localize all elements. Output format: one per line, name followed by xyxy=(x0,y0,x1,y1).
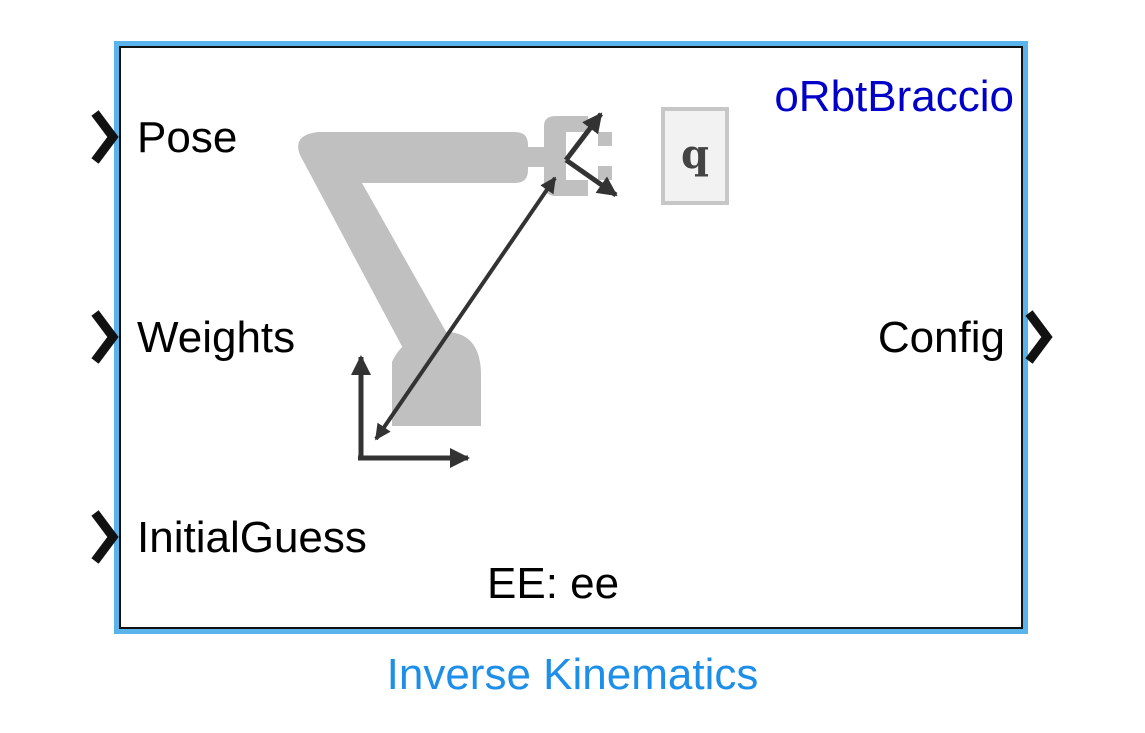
block-body[interactable] xyxy=(119,46,1023,629)
weights-port-label: Weights xyxy=(137,313,296,362)
initialguess-port-label: InitialGuess xyxy=(137,513,367,562)
config-symbol: q xyxy=(681,131,709,178)
transform-arrow-icon xyxy=(374,176,557,441)
weights-input-port-icon[interactable] xyxy=(91,310,119,364)
pose-port-label: Pose xyxy=(137,113,238,162)
block-caption[interactable]: Inverse Kinematics xyxy=(386,650,759,699)
inverse-kinematics-block[interactable] xyxy=(114,41,1028,634)
robot-arm-icon xyxy=(298,116,612,426)
config-q-icon: q xyxy=(661,107,729,205)
base-frame-axes-icon xyxy=(351,355,470,468)
initialguess-input-port-icon[interactable] xyxy=(91,510,119,564)
config-port-label: Config xyxy=(877,313,1005,362)
end-effector-frame-icon xyxy=(564,112,618,198)
config-output-port-icon[interactable] xyxy=(1025,310,1053,364)
pose-input-port-icon[interactable] xyxy=(91,110,119,164)
